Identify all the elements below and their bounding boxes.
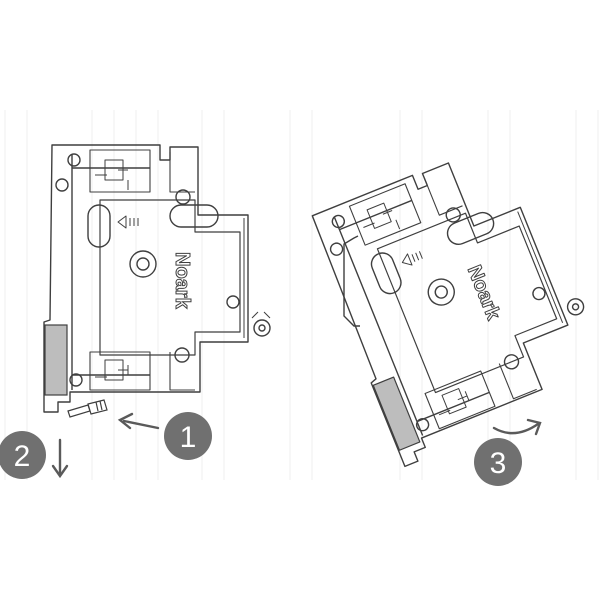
step-number-3: 3 [490,447,507,480]
step-number-2: 2 [14,440,31,473]
breaker-right: Noark [311,162,585,468]
brand-mark-right: Noark [463,262,505,324]
rail-hatching [4,110,599,480]
insert-arrow-icon [117,412,160,430]
pull-down-arrow-icon [51,438,69,479]
step-badge-3: 3 [474,438,522,486]
rotate-arrow-icon [492,418,542,436]
breaker-left [43,144,271,413]
screwdriver-icon [67,399,108,418]
step-number-1: 1 [180,421,197,454]
din-latch-left [44,324,68,396]
din-latch-right [372,376,421,451]
step-badge-1: 1 [164,412,212,460]
step-badge-2: 2 [0,431,46,479]
brand-mark-left: Noark [171,252,193,310]
din-rail-right [343,235,360,327]
